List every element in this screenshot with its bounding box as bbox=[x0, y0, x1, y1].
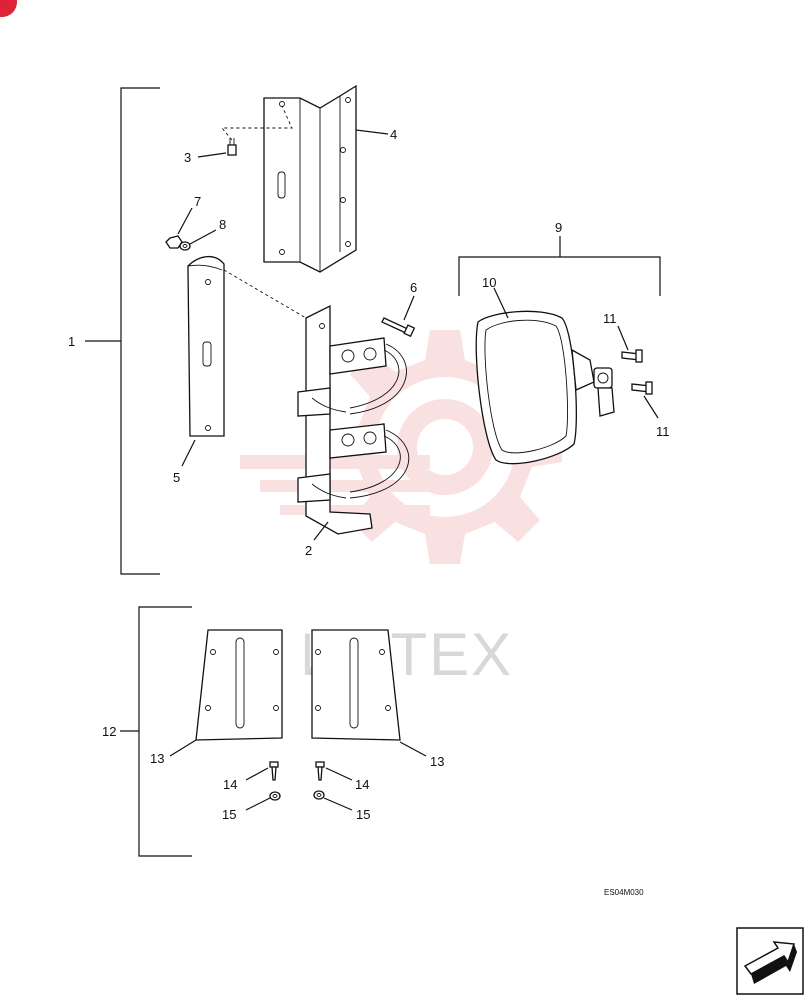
label-5: 5 bbox=[173, 470, 180, 485]
label-12: 12 bbox=[102, 724, 116, 739]
part-3-bolt bbox=[227, 138, 237, 156]
label-3: 3 bbox=[184, 150, 191, 165]
label-14-left: 14 bbox=[223, 777, 237, 792]
group-bracket-12 bbox=[138, 606, 192, 857]
arrow-next-icon bbox=[743, 941, 797, 984]
label-13-right: 13 bbox=[430, 754, 444, 769]
label-11-bottom: 11 bbox=[656, 424, 670, 439]
label-7: 7 bbox=[194, 194, 201, 209]
label-14-right: 14 bbox=[355, 777, 369, 792]
label-1: 1 bbox=[68, 334, 75, 349]
label-2: 2 bbox=[305, 543, 312, 558]
part-7-nut bbox=[165, 235, 183, 249]
part-13-plate-right bbox=[311, 629, 401, 741]
part-2-extinguisher-bracket bbox=[297, 304, 410, 535]
label-15-left: 15 bbox=[222, 807, 236, 822]
drawing-code: ES04M030 bbox=[604, 888, 644, 897]
label-4: 4 bbox=[390, 127, 397, 142]
label-9: 9 bbox=[555, 220, 562, 235]
label-8: 8 bbox=[219, 217, 226, 232]
part-11-screw-top bbox=[621, 349, 643, 363]
label-13-left: 13 bbox=[150, 751, 164, 766]
part-8-washer bbox=[179, 241, 191, 251]
part-4-angle-bracket bbox=[263, 84, 357, 273]
part-11-screw-bottom bbox=[631, 381, 653, 395]
group-bracket-1 bbox=[120, 87, 160, 575]
part-14-screw-right bbox=[315, 761, 325, 781]
part-6-bolt bbox=[381, 317, 416, 338]
part-13-plate-left bbox=[195, 629, 283, 741]
part-14-screw-left bbox=[269, 761, 279, 781]
next-page-button[interactable] bbox=[736, 927, 804, 995]
part-10-mirror bbox=[475, 310, 615, 465]
corner-badge bbox=[0, 0, 17, 17]
label-15-right: 15 bbox=[356, 807, 370, 822]
label-10: 10 bbox=[482, 275, 496, 290]
label-11-top: 11 bbox=[603, 311, 617, 326]
part-5-plate bbox=[187, 256, 225, 437]
part-15-washer-right bbox=[313, 790, 325, 800]
part-15-washer-left bbox=[269, 791, 281, 801]
label-6: 6 bbox=[410, 280, 417, 295]
